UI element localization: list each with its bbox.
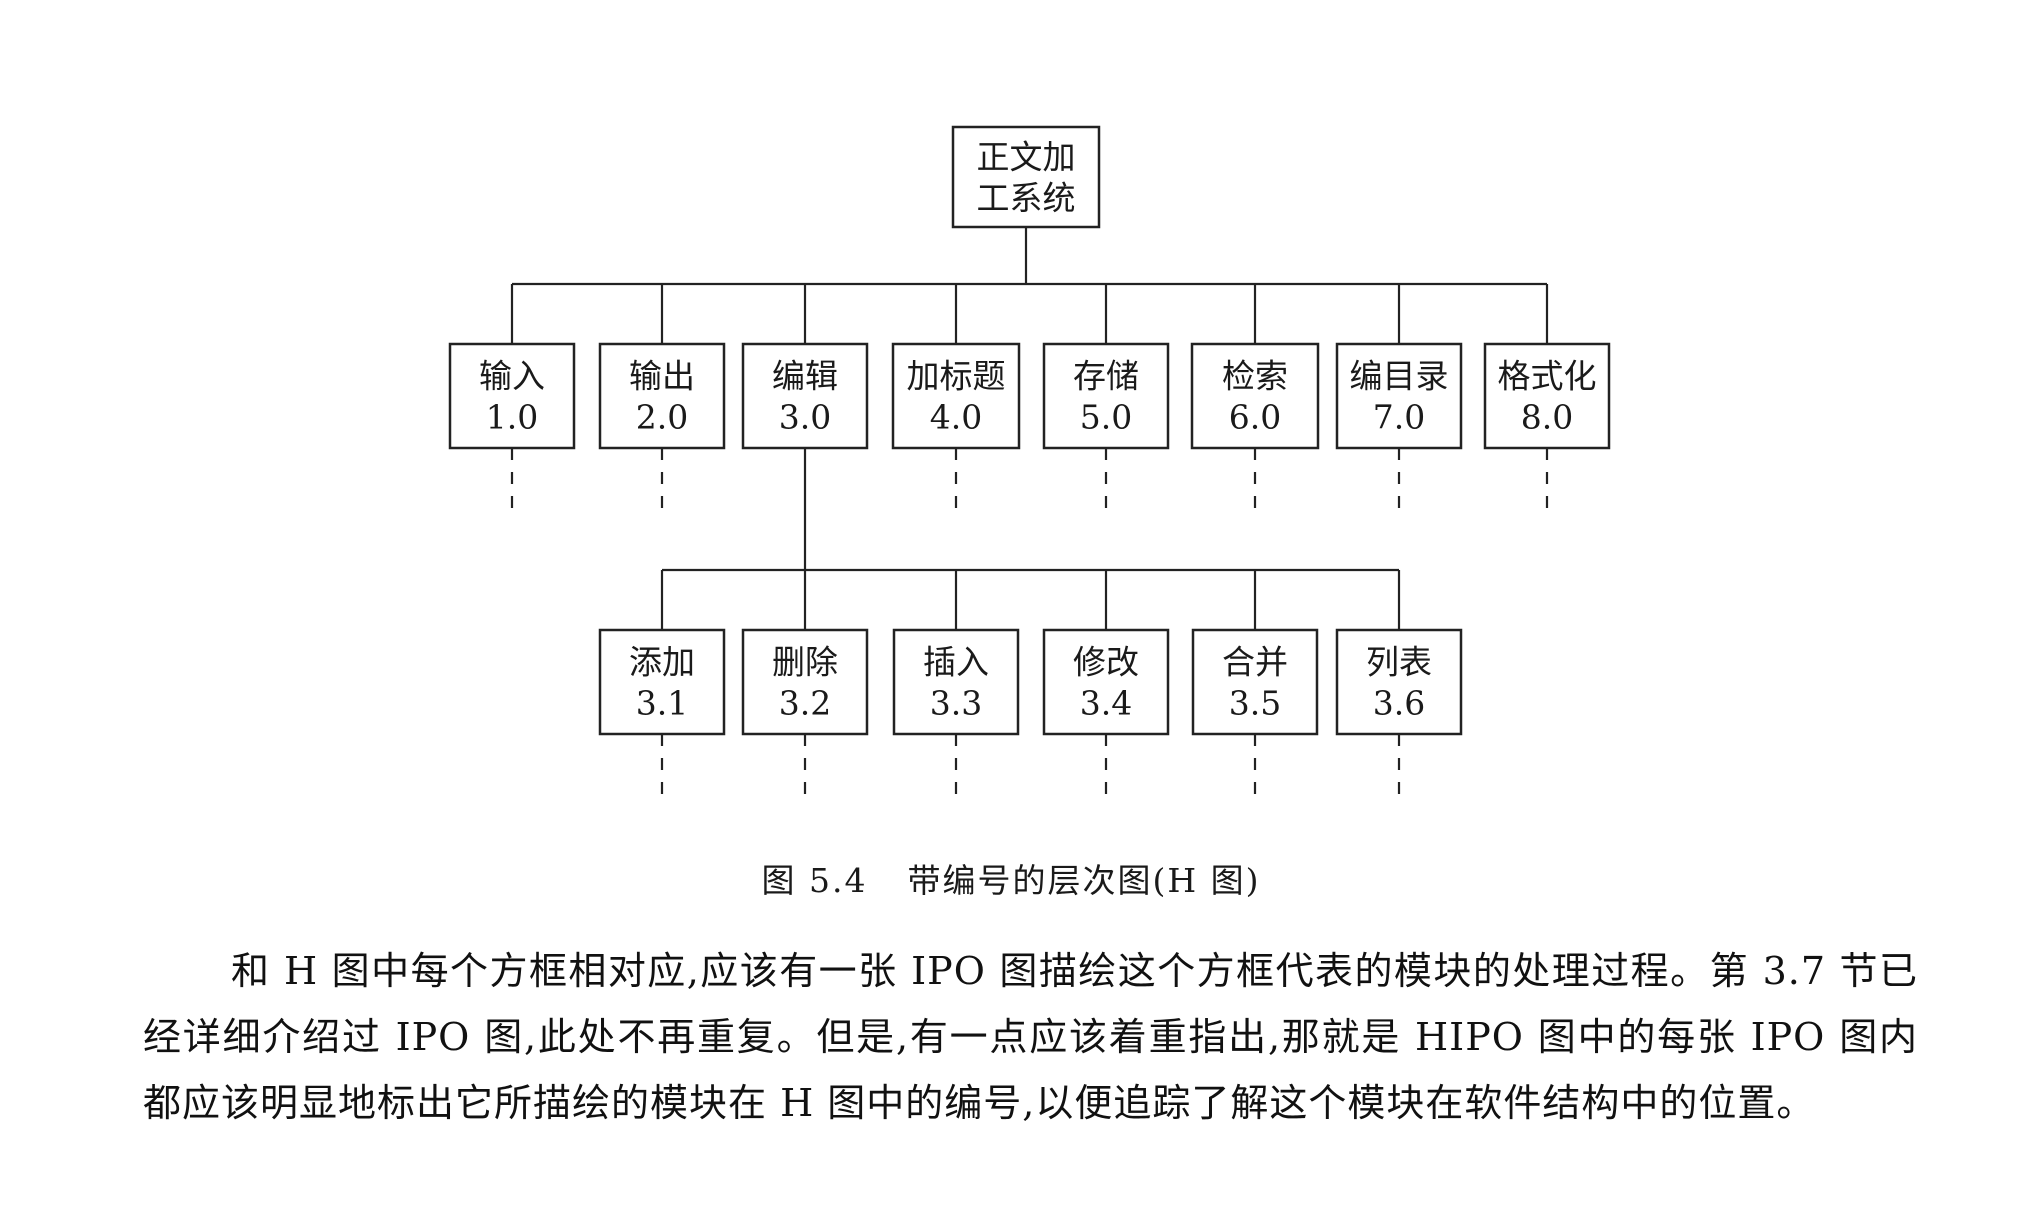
node-label: 格式化: [1498, 357, 1597, 396]
node-number: 4.0: [930, 398, 982, 437]
node-number: 3.1: [636, 684, 688, 723]
node-insert: 插入3.3: [892, 628, 1020, 736]
node-list: 列表3.6: [1335, 628, 1463, 736]
diagram-nodes: 正文加工系统输入1.0输出2.0编辑3.0加标题4.0存储5.0检索6.0编目录…: [448, 125, 1611, 736]
node-box: [741, 628, 869, 736]
node-label: 编辑: [772, 357, 838, 396]
node-label: 输出: [629, 357, 695, 396]
node-box: [598, 342, 726, 450]
figure-caption: 图 5.4 带编号的层次图(H 图): [0, 854, 2022, 902]
node-box: [1042, 342, 1170, 450]
node-label: 加标题: [907, 357, 1006, 396]
node-number: 6.0: [1229, 398, 1281, 437]
node-box: [951, 125, 1101, 229]
body-paragraph: 和 H 图中每个方框相对应,应该有一张 IPO 图描绘这个方框代表的模块的处理过…: [143, 949, 1918, 1125]
node-box: [1335, 628, 1463, 736]
hierarchy-diagram: 正文加工系统输入1.0输出2.0编辑3.0加标题4.0存储5.0检索6.0编目录…: [448, 125, 1611, 800]
node-box: [1190, 342, 1320, 450]
node-number: 1.0: [486, 398, 538, 437]
node-search: 检索6.0: [1190, 342, 1320, 450]
node-number: 工系统: [977, 179, 1076, 218]
figure-number: 图 5.4: [761, 861, 868, 900]
node-modify: 修改3.4: [1042, 628, 1170, 736]
node-number: 7.0: [1373, 398, 1425, 437]
node-box: [741, 342, 869, 450]
node-number: 3.6: [1373, 684, 1425, 723]
node-box: [891, 342, 1021, 450]
node-number: 2.0: [636, 398, 688, 437]
node-number: 3.0: [779, 398, 831, 437]
node-box: [1042, 628, 1170, 736]
node-number: 8.0: [1521, 398, 1573, 437]
node-box: [448, 342, 576, 450]
node-box: [1335, 342, 1463, 450]
node-box: [892, 628, 1020, 736]
node-merge: 合并3.5: [1191, 628, 1319, 736]
node-label: 插入: [923, 643, 989, 682]
node-box: [1483, 342, 1611, 450]
node-label: 正文加: [977, 138, 1076, 177]
node-edit: 编辑3.0: [741, 342, 869, 450]
node-label: 删除: [772, 643, 838, 682]
node-add: 添加3.1: [598, 628, 726, 736]
node-box: [598, 628, 726, 736]
node-store: 存储5.0: [1042, 342, 1170, 450]
node-label: 合并: [1222, 643, 1288, 682]
diagram-edges: [510, 227, 1549, 800]
node-label: 修改: [1073, 643, 1139, 682]
node-label: 编目录: [1350, 357, 1449, 396]
node-box: [1191, 628, 1319, 736]
node-output: 输出2.0: [598, 342, 726, 450]
node-number: 3.2: [779, 684, 831, 723]
node-number: 3.4: [1080, 684, 1132, 723]
node-label: 存储: [1073, 357, 1139, 396]
node-delete: 删除3.2: [741, 628, 869, 736]
node-label: 列表: [1366, 643, 1432, 682]
node-input: 输入1.0: [448, 342, 576, 450]
node-label: 输入: [479, 357, 545, 396]
node-number: 3.5: [1229, 684, 1281, 723]
node-label: 检索: [1222, 357, 1288, 396]
node-label: 添加: [629, 643, 695, 682]
node-number: 5.0: [1080, 398, 1132, 437]
figure-title: 带编号的层次图(H 图): [907, 861, 1261, 900]
node-number: 3.3: [930, 684, 982, 723]
